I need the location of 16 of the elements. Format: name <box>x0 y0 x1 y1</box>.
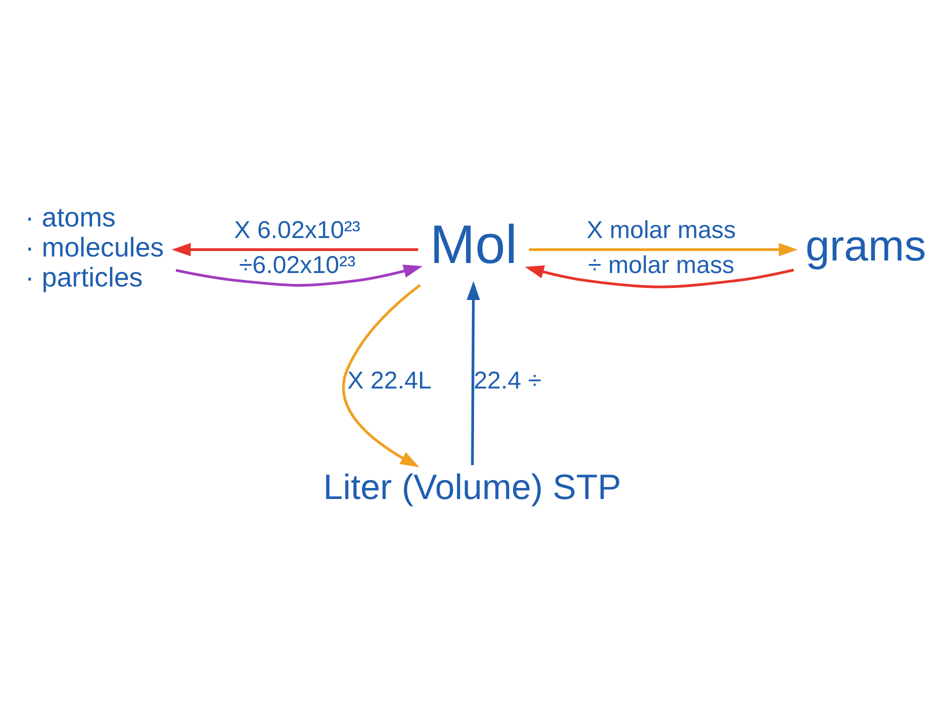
edge-label: ÷ molar mass <box>588 252 734 279</box>
node-text: grams <box>805 222 926 270</box>
arrow <box>528 242 798 256</box>
node-text: Liter (Volume) STP <box>323 468 622 507</box>
arrow <box>466 280 480 465</box>
arrow <box>176 264 423 286</box>
arrow <box>172 242 418 256</box>
edge-label: X 22.4L <box>347 367 432 394</box>
arrow <box>342 283 421 467</box>
edge-label: X 6.02x10²³ <box>234 216 360 244</box>
arrow <box>524 264 794 288</box>
edge-label: X molar mass <box>586 216 736 244</box>
node-text: · atoms · molecules · particles <box>25 201 164 292</box>
node-text: Mol <box>430 214 518 275</box>
edge-label: 22.4 ÷ <box>474 367 542 394</box>
edge-label: ÷6.02x10²³ <box>238 252 356 279</box>
